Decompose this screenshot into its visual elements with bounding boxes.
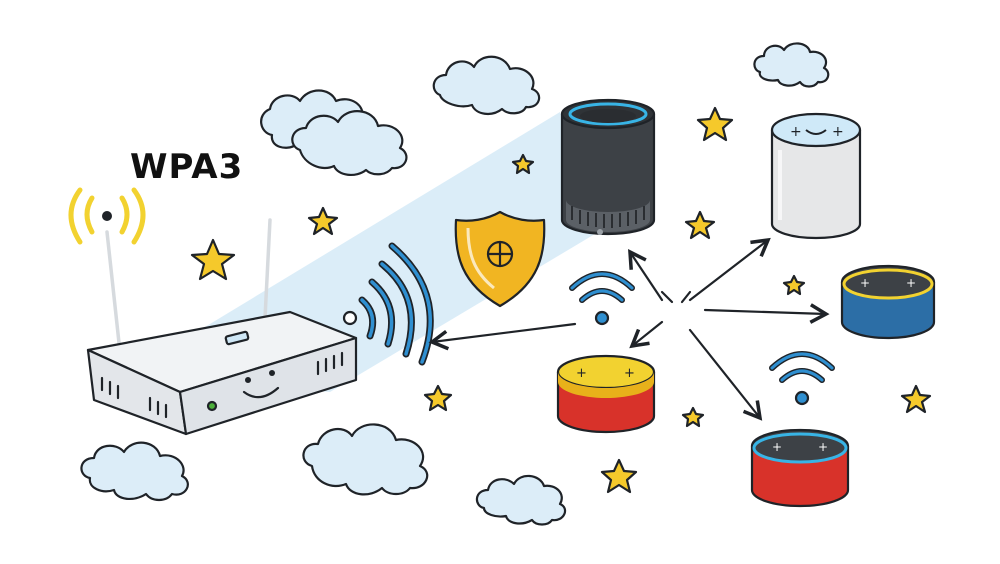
wifi-signal-icon [569, 271, 635, 303]
star-icon [782, 274, 806, 296]
star-icon [511, 153, 535, 175]
cloud-icon [475, 474, 567, 526]
svg-text:+: + [790, 124, 802, 140]
cloud-icon [302, 423, 429, 496]
cloud-icon [291, 110, 408, 176]
star-icon [900, 384, 932, 414]
wifi-signal-icon [769, 351, 835, 383]
cloud-icon [432, 55, 541, 115]
star-icon [696, 106, 734, 142]
smart-dot-speaker-icon: + + [840, 264, 936, 340]
smart-speaker-icon: + + [770, 112, 862, 240]
star-icon [190, 238, 236, 281]
star-icon [307, 206, 339, 236]
svg-text:+: + [832, 124, 844, 140]
star-icon [681, 406, 705, 428]
star-icon [600, 458, 638, 494]
smart-dot-speaker-icon: + + [556, 354, 656, 434]
svg-text:+: + [818, 440, 828, 454]
led-indicator [206, 400, 218, 412]
svg-text:+: + [624, 366, 635, 381]
star-icon [423, 384, 453, 412]
cloud-icon [80, 441, 189, 502]
smart-dot-speaker-icon: + + [750, 428, 850, 508]
svg-text:+: + [860, 276, 870, 290]
cloud-icon [753, 42, 830, 88]
router-icon [86, 218, 358, 436]
smart-speaker-icon [560, 98, 656, 236]
svg-text:+: + [906, 276, 916, 290]
arrow-icon [428, 237, 830, 421]
shield-icon [454, 210, 546, 308]
wifi-signal-icon [68, 187, 146, 245]
star-icon [684, 210, 716, 240]
svg-text:+: + [772, 440, 782, 454]
svg-text:+: + [576, 366, 587, 381]
wpa3-label: WPA3 [130, 147, 243, 187]
